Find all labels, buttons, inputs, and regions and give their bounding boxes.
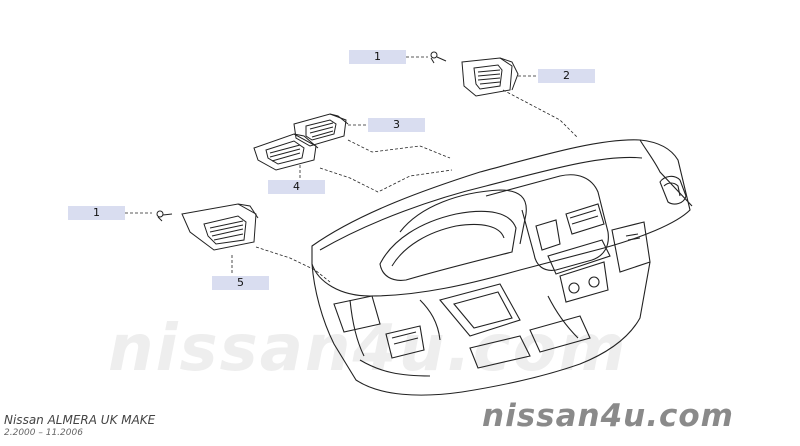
footer-model-info: Nissan ALMERA UK MAKE 2.2000 – 11.2006 (4, 414, 155, 440)
clip-part-1-left (156, 210, 173, 222)
callout-5: 5 (212, 276, 269, 290)
dashboard-panel (311, 139, 693, 396)
model-name: Nissan ALMERA UK MAKE (4, 413, 156, 427)
side-vent-part-5 (181, 203, 259, 251)
callout-2: 2 (538, 69, 595, 83)
production-period: 2.2000 – 11.2006 (4, 428, 83, 438)
site-logo: nissan4u.com (482, 398, 734, 434)
center-vent-part-3 (293, 113, 349, 147)
side-vent-part-2 (461, 57, 519, 97)
leader-lines (125, 56, 579, 283)
callout-3: 3 (368, 118, 425, 132)
clip-part-1-top (430, 51, 447, 64)
callout-1-top: 1 (349, 50, 406, 64)
callout-4: 4 (268, 180, 325, 194)
center-vent-part-4 (253, 133, 319, 171)
callout-1-left: 1 (68, 206, 125, 220)
